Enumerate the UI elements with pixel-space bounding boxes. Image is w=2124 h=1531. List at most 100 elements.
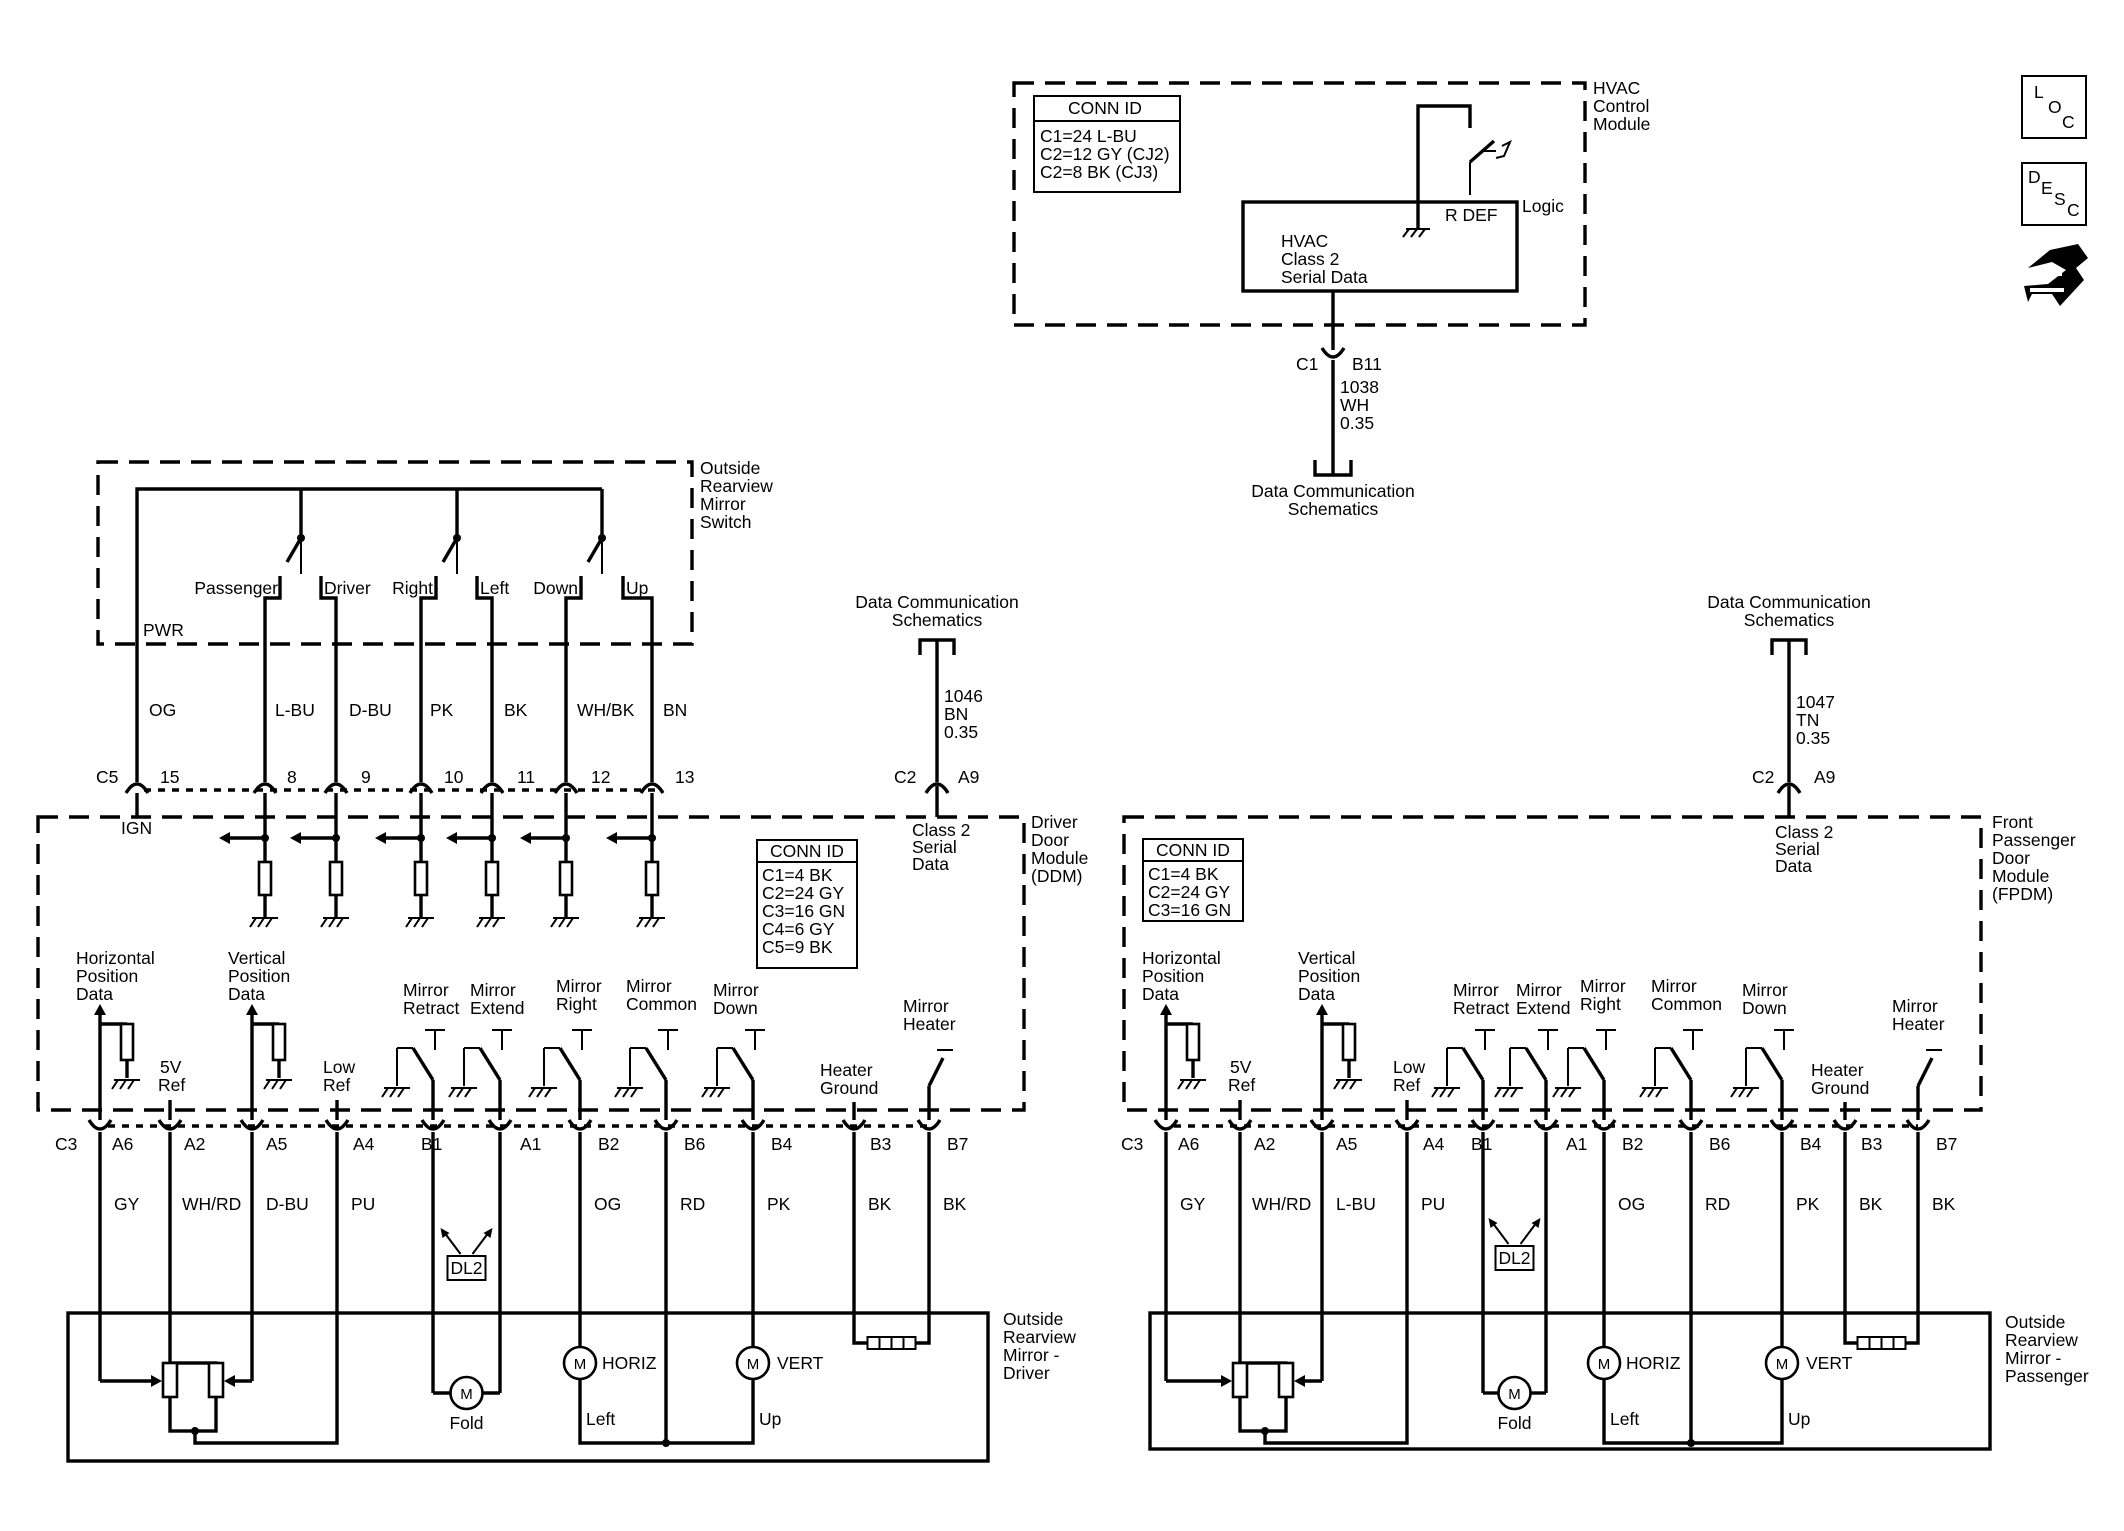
- ground-symbol: [701, 1087, 730, 1098]
- hvac-module-boundary: [1012, 81, 1587, 327]
- resistor: [119, 1022, 135, 1062]
- mirror-driver-title: Driver: [1003, 1363, 1050, 1383]
- switch-title-line: Mirror: [700, 494, 746, 514]
- ground-symbol: [550, 917, 579, 928]
- front-passenger-door-module: Front Passenger Door Module (FPDM) CONN …: [1122, 592, 2076, 1120]
- dl2-label: DL2: [1498, 1248, 1530, 1268]
- ddm-title-line: Module: [1031, 848, 1088, 868]
- c5-pin: [124, 782, 150, 794]
- c2-label: C2: [1752, 767, 1774, 787]
- pin-label: A4: [353, 1134, 375, 1154]
- ground-symbol: [405, 917, 434, 928]
- hvac-conn-id-box: [1033, 95, 1181, 193]
- ddm-title-line: Driver: [1031, 812, 1078, 832]
- side-icons: L O C D E S C: [2021, 75, 2088, 306]
- func-label: Common: [626, 994, 697, 1014]
- pin-label: B2: [598, 1134, 619, 1154]
- ddm-conn-id-title: CONN ID: [770, 841, 844, 861]
- func-label: Extend: [1516, 998, 1570, 1018]
- ddm-dc-label: Data Communication: [855, 592, 1018, 612]
- circuit-label: 0.35: [944, 722, 978, 742]
- resistor: [1185, 1022, 1201, 1062]
- hvac-conn-id-title: CONN ID: [1068, 98, 1142, 118]
- pin-label: 11: [517, 767, 535, 787]
- func-label: Mirror: [1892, 996, 1938, 1016]
- motor-letter: M: [1776, 1356, 1789, 1373]
- serial-label: Class 2: [1775, 822, 1833, 842]
- serial-label: Serial: [1775, 839, 1820, 859]
- wire-color-label: L-BU: [275, 700, 315, 720]
- pin-label: B3: [870, 1134, 891, 1154]
- mirror-housing: [66, 1311, 990, 1463]
- motor-letter: M: [1598, 1356, 1611, 1373]
- wire-color-label: PK: [767, 1194, 791, 1214]
- func-label: Data: [1298, 984, 1335, 1004]
- func-label: Position: [1142, 966, 1204, 986]
- c3-pin: [1769, 1119, 1795, 1131]
- fpdm-title-line: Front: [1992, 812, 2033, 832]
- connector-end-view-icon[interactable]: [2024, 244, 2088, 306]
- arrow-head: [151, 1375, 162, 1387]
- wire-color-label: BK: [504, 700, 528, 720]
- c3-pin: [1533, 1119, 1559, 1131]
- mirror-driver-title: Rearview: [1003, 1327, 1076, 1347]
- c5-label: C5: [96, 767, 118, 787]
- c3-pin: [653, 1119, 679, 1131]
- func-label: Down: [713, 998, 758, 1018]
- ground-symbol: [476, 917, 505, 928]
- desc-icon[interactable]: D E S C: [2021, 162, 2087, 226]
- c3-pin: [87, 1119, 113, 1131]
- func-label: Common: [1651, 994, 1722, 1014]
- loc-icon[interactable]: L O C: [2021, 75, 2087, 139]
- c3-pin: [487, 1119, 513, 1131]
- hvac-control-module: HVAC Control Module CONN ID C1=24 L-BU C…: [1012, 78, 1650, 519]
- mirror-switch: Outside Rearview Mirror Switch PWR Passe…: [96, 458, 773, 782]
- ground-symbol: [381, 1087, 410, 1098]
- fpdm-conn-id-title: CONN ID: [1156, 840, 1230, 860]
- wire-color-label: BK: [1932, 1194, 1956, 1214]
- arrow-head: [224, 1375, 235, 1387]
- wire-color-label: BK: [943, 1194, 967, 1214]
- ddm-title-line: Door: [1031, 830, 1069, 850]
- c5-pin: [252, 782, 278, 794]
- arrow-head: [1221, 1375, 1232, 1387]
- horiz-label: HORIZ: [602, 1353, 657, 1373]
- rdef-actuator: [1484, 139, 1512, 159]
- fpdm-conn-id-box: [1142, 838, 1244, 922]
- switch-contact-label: Right: [392, 578, 433, 598]
- switch-contact-driver: [319, 576, 338, 782]
- connector-c1-b11: [1320, 347, 1346, 359]
- hvac-title-line: Module: [1593, 114, 1650, 134]
- fold-label: Fold: [449, 1413, 483, 1433]
- func-label: Ground: [820, 1078, 878, 1098]
- hvac-logic-box: [1241, 200, 1519, 293]
- hvac-conn-label: C1: [1296, 354, 1318, 374]
- circuit-label: BN: [944, 704, 968, 724]
- rdef-circuit-wire: [1416, 104, 1472, 229]
- func-label: Position: [76, 966, 138, 986]
- vert-label: VERT: [1806, 1353, 1853, 1373]
- switch-title-line: Rearview: [700, 476, 773, 496]
- c3-pin: [324, 1119, 350, 1131]
- c3-pin: [740, 1119, 766, 1131]
- mirror-driver-title: Mirror -: [1003, 1345, 1060, 1365]
- junction-dot: [1687, 1439, 1695, 1447]
- fpdm-dc-label: Schematics: [1744, 610, 1835, 630]
- pin-label: 9: [361, 767, 371, 787]
- motor-letter: M: [460, 1386, 473, 1403]
- ddm-conn-id-entry: C3=16 GN: [762, 901, 845, 921]
- resistor: [484, 860, 500, 897]
- wire-color-label: D-BU: [349, 700, 392, 720]
- up-label: Up: [1788, 1409, 1810, 1429]
- mirror-passenger-title: Outside: [2005, 1312, 2065, 1332]
- ground-symbol: [636, 917, 665, 928]
- ground-symbol: [1431, 1087, 1460, 1098]
- resistor: [257, 860, 273, 897]
- func-label: Mirror: [1453, 980, 1499, 1000]
- c3-pin: [239, 1119, 265, 1131]
- mirror-passenger-title: Passenger: [2005, 1366, 2089, 1386]
- switch-contact-left: [475, 576, 494, 782]
- func-label: Mirror: [1516, 980, 1562, 1000]
- fpdm-conn-id-entry: C1=4 BK: [1148, 864, 1219, 884]
